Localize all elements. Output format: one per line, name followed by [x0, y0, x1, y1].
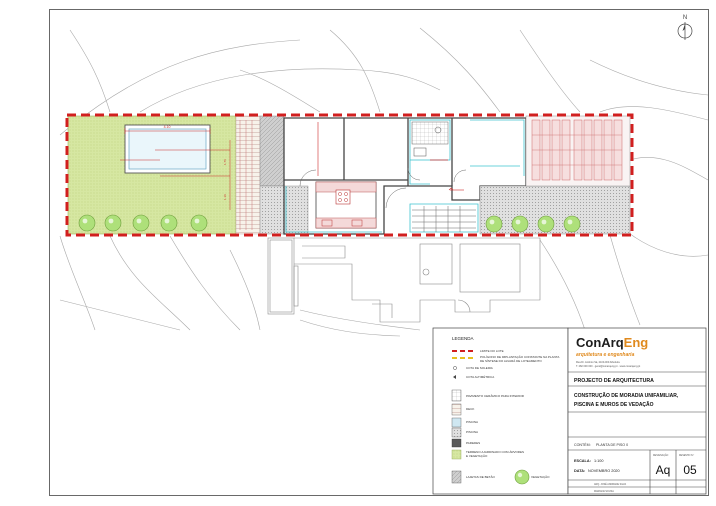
- brand-name: ConArqEng: [576, 335, 648, 350]
- bathroom: [411, 121, 449, 161]
- legend-label-plot-limit: LIMITE DO LOTE: [480, 349, 504, 353]
- scale-label: ESCALA:: [574, 459, 591, 463]
- drawing-number-value: 05: [683, 463, 697, 477]
- contem-label: CONTÉM:: [574, 442, 591, 447]
- legend-label-garden-2: E VEGETAÇÃO: [466, 453, 488, 458]
- neighbour-building: [267, 237, 541, 323]
- legend-label-deck: DECK: [466, 407, 474, 411]
- legend-title: LEGENDA: [452, 336, 474, 341]
- trees: [78, 214, 581, 233]
- legend-label-ceramic-floor: PAVIMENTO CERÂMICO PARA INTERIOR: [466, 393, 525, 398]
- north-arrow: N: [677, 15, 693, 40]
- paving-left: [259, 115, 285, 187]
- legend-label-concrete-slabs: LAJETAS DE BETÃO: [466, 474, 495, 479]
- brand-tagline: arquitetura e engenharia: [576, 352, 635, 358]
- project-title-line-2: PISCINA E MUROS DE VEDAÇÃO: [574, 401, 654, 408]
- plot-boundary: [65, 113, 634, 237]
- date-label: DATA:: [574, 469, 585, 473]
- parking-slab-joints: [532, 134, 622, 166]
- legend-label-pool-1: PISCINA: [466, 420, 478, 424]
- scale-value: 1:100: [594, 459, 604, 463]
- stairs: [412, 206, 476, 232]
- legend-label-implantation-1: POLÍGONO DE IMPLANTAÇÃO CONSTANTE NA PLA…: [480, 354, 559, 359]
- north-label: N: [683, 15, 687, 21]
- interior-detail-cyan: [285, 119, 525, 233]
- legend-symbols: [451, 350, 530, 485]
- legend-label-vegetation: VEGETAÇÃO: [531, 474, 550, 479]
- signature-row-1: ARQ. JOSÉ ANDRADE SILVA: [594, 483, 626, 486]
- tree-centres: [82, 218, 573, 225]
- legend-label-threshold-level: COTA DE SOLEIRA: [466, 366, 493, 370]
- sheet-border: [49, 9, 709, 496]
- legend-label-implantation-2: DE SÍNTESE DO ALVARÁ DE LOTEAMENTO: [480, 359, 542, 363]
- door-swings: [299, 167, 467, 209]
- project-title-line-1: CONSTRUÇÃO DE MORADIA UNIFAMILIAR,: [574, 392, 679, 399]
- deck-step-lines: [239, 120, 253, 230]
- signature-row-2: MARIANA SOUSA: [594, 490, 614, 493]
- paving-right: [479, 185, 631, 235]
- legend-label-garden-1: TERRENO AJARDINADO COM ÁRVORES: [466, 450, 524, 454]
- title-block: [567, 327, 707, 495]
- pool-dimension-a: 1.76: [223, 159, 227, 165]
- pool: [124, 124, 211, 174]
- kitchen: [315, 181, 377, 229]
- legend-label-pool-2: PISCINA: [466, 430, 478, 434]
- level-markers: [317, 122, 464, 191]
- brand-contact-2: T. 282 000 000 · geral@conarqeng.pt · ww…: [576, 365, 641, 368]
- project-header: PROJECTO DE ARQUITECTURA: [574, 378, 654, 384]
- pool-width-dimension: 4.10: [164, 125, 171, 129]
- contem-value: PLANTA DE PISO 0: [596, 443, 628, 447]
- date-value: NOVEMBRO 2020: [588, 469, 620, 473]
- designation-value: Aq: [656, 463, 671, 477]
- terrain-contours: [59, 27, 709, 337]
- designation-label: DESIGNAÇÃO: [653, 454, 669, 457]
- legend-label-walls: PAREDES: [466, 441, 480, 445]
- deck-strip: [235, 115, 261, 235]
- drawing-number-label: DESENHO N.º: [679, 453, 694, 457]
- pool-dimensions: [120, 128, 231, 210]
- legend-label-altimetric-level: COTA ALTIMÉTRICA: [466, 374, 494, 379]
- brand-contact-1: Rua Dr. António Sá, 2100-000 Albufeira: [576, 361, 620, 364]
- pool-dimension-b: 1.16: [223, 194, 227, 200]
- legend-labels: LIMITE DO LOTE POLÍGONO DE IMPLANTAÇÃO C…: [466, 349, 559, 479]
